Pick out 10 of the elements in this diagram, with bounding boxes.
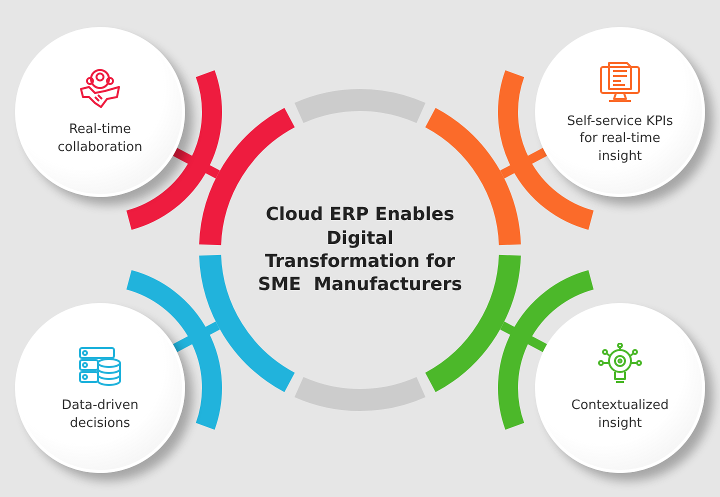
connector-line (500, 322, 548, 352)
connector-line (172, 322, 220, 352)
feature-label: Real-time collaboration (56, 121, 144, 157)
central-heading: Cloud ERP Enables Digital Transformation for SME Manufacturers (258, 203, 462, 297)
connector-line (500, 148, 548, 178)
feature-label: Contextualized insight (570, 397, 670, 433)
feature-label: Data-driven decisions (60, 397, 140, 433)
feature-label: Self-service KPIs for real-time insight (566, 112, 674, 166)
segmented-ring (199, 89, 521, 411)
connector-line (172, 148, 220, 178)
